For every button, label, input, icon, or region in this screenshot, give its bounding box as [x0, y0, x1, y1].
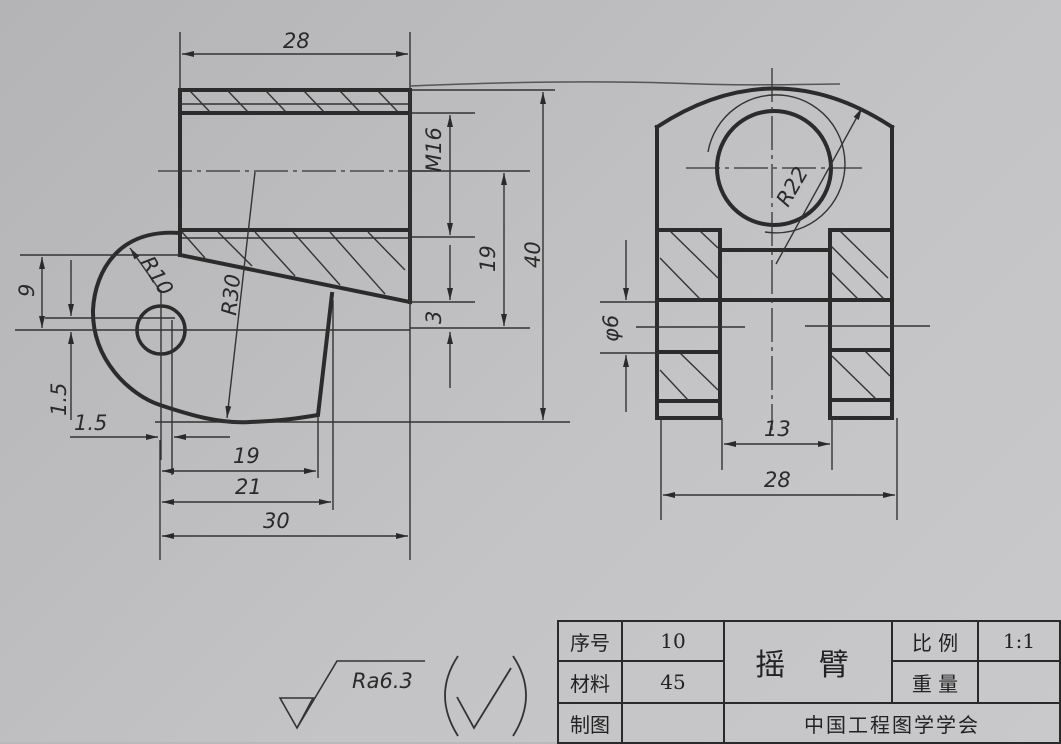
serial-value: 10	[621, 620, 725, 662]
dim-overall-width: 28	[764, 468, 791, 492]
dim-width-21: 21	[235, 475, 262, 499]
dim-radius-r10: R10	[136, 252, 178, 300]
dim-thread: M16	[422, 127, 446, 172]
dim-width-19: 19	[233, 444, 260, 468]
dim-hole-diameter: φ6	[599, 315, 623, 342]
material-value: 45	[621, 660, 725, 704]
dim-offset-1-5-vertical: 1.5	[47, 383, 71, 416]
dim-radius-r30: R30	[217, 273, 245, 317]
dim-offset-9: 9	[15, 284, 39, 297]
weight-label: 重 量	[891, 660, 979, 704]
dim-width-30: 30	[263, 509, 290, 533]
dim-height-40: 40	[521, 241, 545, 268]
front-view: 28 M16 19 40 3 9 1.5 1.5 R10 R30 19 21 3…	[15, 29, 570, 560]
title-block: 序号 10 摇 臂 比 例 1:1 材料 45 重 量 制图 中国工程图学学会	[557, 620, 1061, 744]
surface-finish-symbol: Ra6.3	[278, 655, 527, 737]
dim-offset-1-5-horizontal: 1.5	[74, 411, 107, 435]
organization: 中国工程图学学会	[723, 702, 1061, 744]
drawn-value	[621, 702, 725, 744]
material-label: 材料	[557, 660, 623, 704]
dim-offset-3: 3	[422, 311, 446, 324]
side-view: R22 φ6 13 28	[599, 68, 930, 520]
part-name: 摇 臂	[723, 620, 893, 704]
weight-value	[977, 660, 1061, 704]
scale-value: 1:1	[977, 620, 1061, 662]
roughness-value: Ra6.3	[352, 669, 413, 693]
serial-label: 序号	[557, 620, 623, 662]
dim-radius-r22: R22	[772, 163, 813, 211]
scale-label: 比 例	[891, 620, 979, 662]
dim-slot-width: 13	[764, 417, 791, 441]
dim-top-width: 28	[283, 29, 310, 53]
drawn-label: 制图	[557, 702, 623, 744]
dim-height-19: 19	[476, 245, 500, 272]
